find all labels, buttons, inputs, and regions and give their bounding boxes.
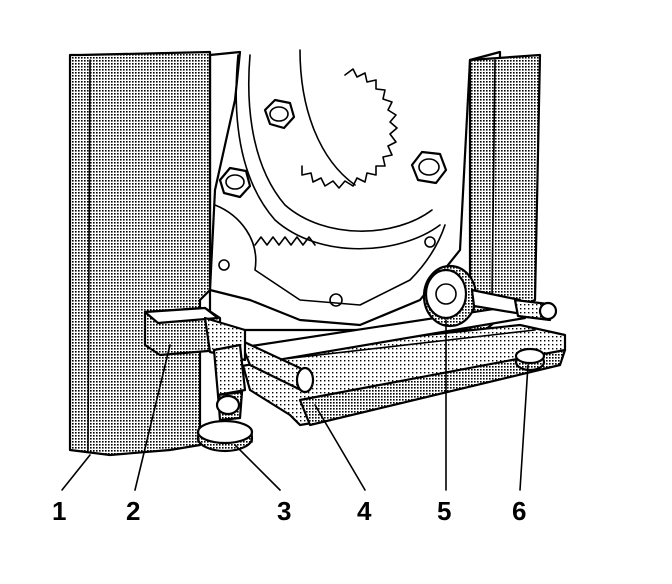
leader-line-2	[134, 344, 171, 491]
callout-1: 1	[52, 496, 66, 526]
leader-line-3	[234, 444, 281, 491]
bolt-head-upper-left	[263, 98, 296, 130]
bolt-head-left	[218, 166, 252, 199]
callout-5: 5	[437, 496, 451, 526]
support-foot	[196, 343, 254, 453]
dial-indicator	[422, 264, 558, 328]
engine-block-face-right	[468, 53, 542, 332]
callout-6: 6	[512, 496, 526, 526]
leader-line-1	[61, 454, 91, 491]
engine-block-face-left	[68, 50, 212, 457]
leader-lines	[61, 319, 529, 491]
callout-labels: 1 2 3 4 5 6	[52, 496, 526, 526]
callout-3: 3	[277, 496, 291, 526]
adjusting-foot	[514, 347, 546, 372]
callout-4: 4	[357, 496, 372, 526]
leader-line-6	[519, 364, 529, 491]
callout-2: 2	[126, 496, 140, 526]
bolt-head-right	[410, 150, 448, 185]
leader-line-4	[314, 404, 366, 491]
